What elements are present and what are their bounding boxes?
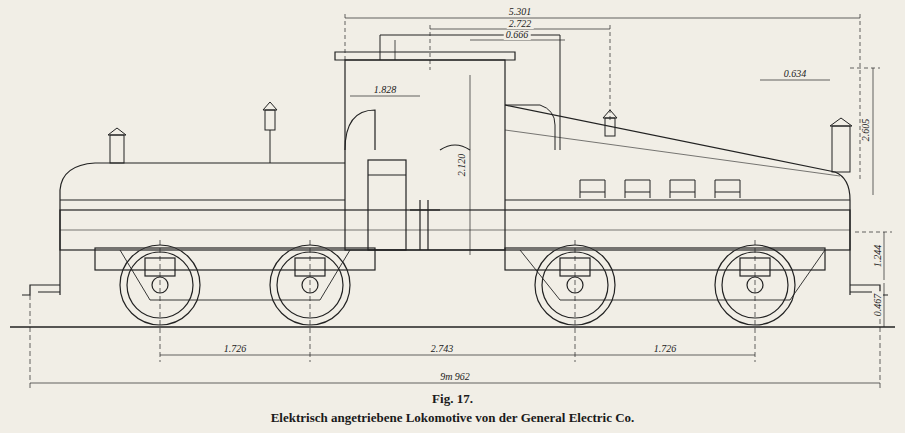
figure-number: Fig. 17. xyxy=(0,391,905,407)
dimension-label: 2.743 xyxy=(429,344,456,354)
dimension-label: 1.726 xyxy=(652,344,679,354)
dimension-label: 1.828 xyxy=(372,85,399,95)
dimension-label: 0.467 xyxy=(873,292,883,319)
dimension-label: 1.244 xyxy=(873,243,883,270)
figure-caption: Elektrisch angetriebene Lokomotive von d… xyxy=(0,410,905,426)
dimension-label: 2.722 xyxy=(507,19,534,29)
dimension-label: 2.120 xyxy=(457,152,467,179)
dimension-label: 5.301 xyxy=(507,7,534,17)
dimension-label: 2.605 xyxy=(861,117,871,144)
dimension-label: 1.726 xyxy=(222,344,249,354)
dimension-label: 0.666 xyxy=(504,30,531,40)
dimension-label: 0.634 xyxy=(782,69,809,79)
dimension-label: 9m 962 xyxy=(438,372,472,382)
